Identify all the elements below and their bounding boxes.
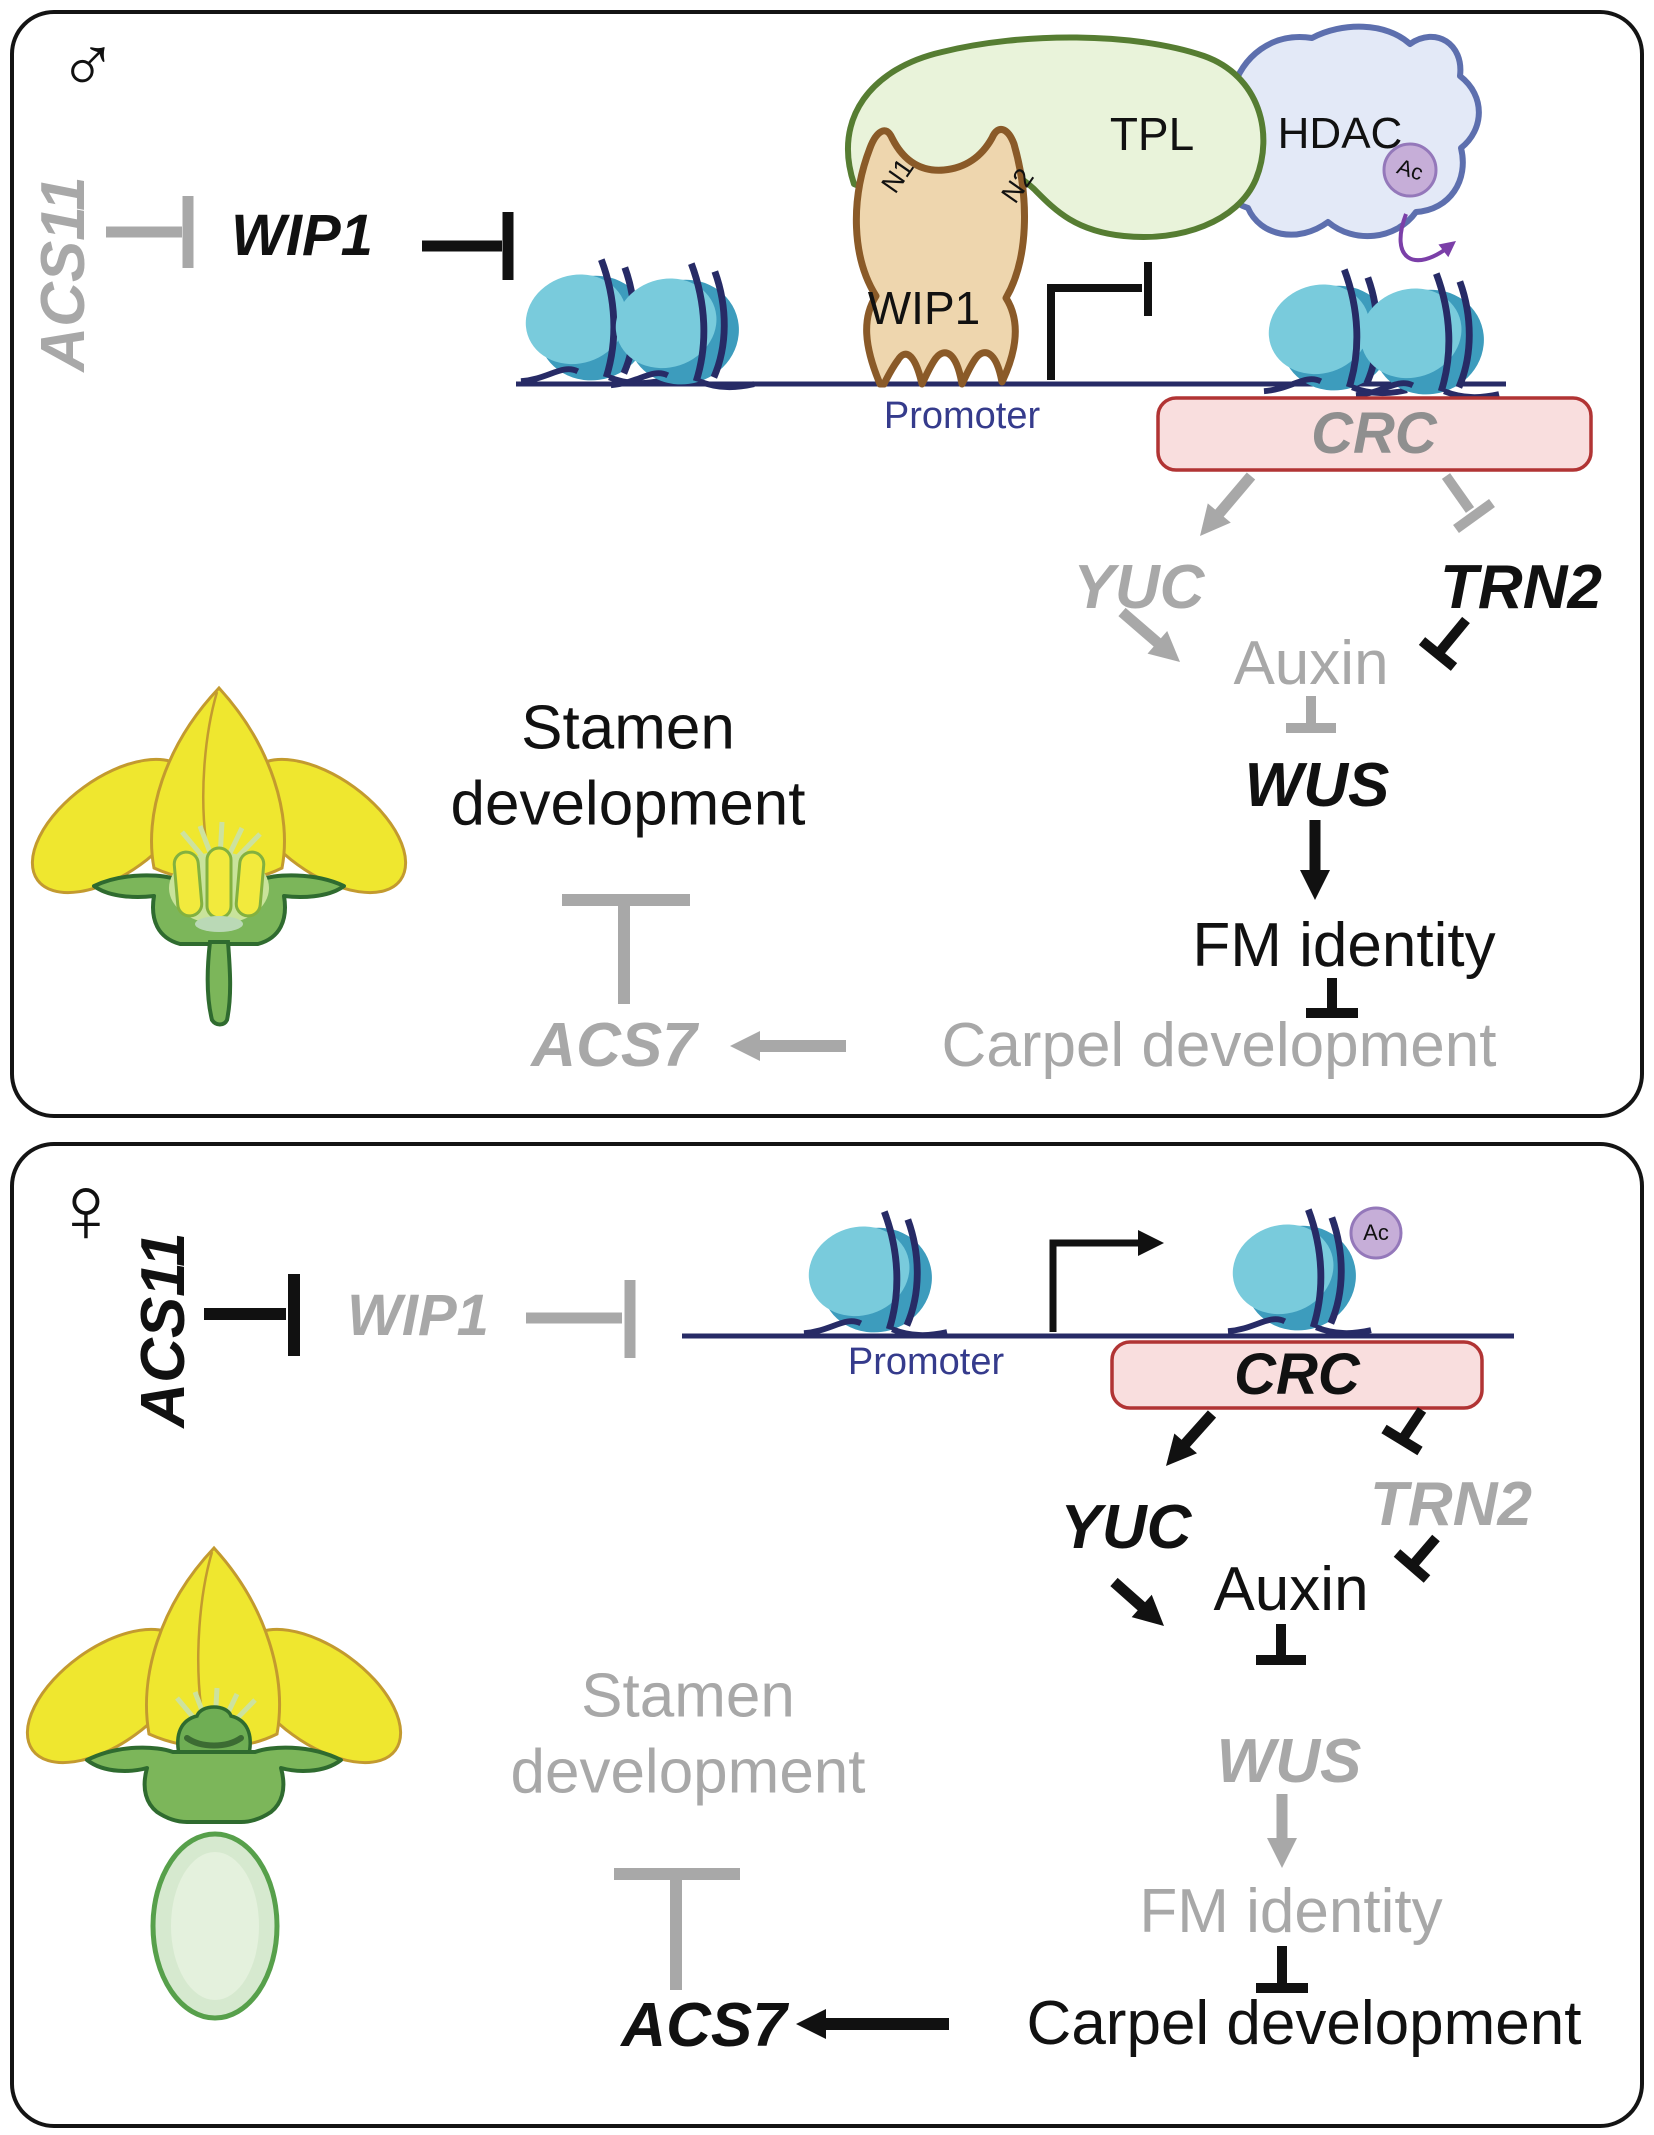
inhibit-connector-auxin-wus — [1286, 696, 1336, 733]
wip1-protein-label: WIP1 — [867, 282, 981, 334]
blocked-transcription-icon — [1047, 262, 1152, 380]
female-flower-illustration — [25, 1545, 403, 2021]
nucleosome-icon — [797, 1208, 947, 1350]
male-panel-graphics — [30, 23, 1593, 1061]
inhibit-connector-auxin-wus — [1256, 1624, 1306, 1665]
fm-identity-label: FM identity — [1139, 1877, 1443, 1946]
wus-gene-label: WUS — [1216, 1727, 1362, 1796]
inhibit-connector-fm-carpel — [1256, 1946, 1308, 1993]
yuc-gene-label: YUC — [1060, 1493, 1192, 1562]
female-symbol-icon: ♀ — [50, 1156, 122, 1263]
inhibit-connector-wip1-dna — [422, 212, 514, 280]
stamen-development-label: Stamen development — [450, 690, 805, 841]
tpl-protein-label: TPL — [1109, 108, 1195, 160]
male-flower-illustration — [30, 685, 408, 1027]
crc-gene-box — [1156, 396, 1593, 472]
acs11-gene-label: ACS11 — [29, 176, 98, 372]
female-panel-graphics — [25, 1146, 1514, 2039]
inhibit-connector-acs7-stamen — [614, 1868, 740, 1990]
auxin-label: Auxin — [1233, 629, 1389, 698]
auxin-label: Auxin — [1213, 1555, 1369, 1624]
arrow-connector-yuc-auxin — [1110, 1577, 1164, 1626]
trn2-gene-label: TRN2 — [1440, 553, 1602, 622]
stamen-development-line2: development — [510, 1737, 866, 1806]
wus-gene-label: WUS — [1244, 751, 1390, 820]
acs7-gene-label: ACS7 — [531, 1011, 697, 1080]
acetyl-label: Ac — [1363, 1220, 1389, 1245]
wip1-gene-label: WIP1 — [347, 1283, 489, 1348]
carpel-development-label: Carpel development — [941, 1011, 1497, 1080]
arrow-connector-wus-fm — [1267, 1794, 1297, 1868]
deacetylation-arrow-icon — [1398, 213, 1456, 263]
transcription-start-arrow-icon — [1049, 1230, 1164, 1332]
arrow-connector-yuc-auxin — [1118, 607, 1180, 662]
stamen-development-line2: development — [450, 769, 806, 838]
inhibit-connector-acs11-wip1 — [204, 1274, 300, 1356]
inhibit-connector-acs11-wip1 — [106, 196, 194, 268]
acetyl-badge — [1349, 1206, 1403, 1260]
inhibit-connector-crc-trn2 — [1441, 473, 1495, 534]
wip1-protein-blob — [852, 126, 1028, 388]
stamen-development-line1: Stamen — [521, 693, 735, 763]
arrow-connector-wus-fm — [1300, 820, 1330, 900]
promoter-label: Promoter — [883, 395, 1041, 437]
wip1-gene-label: WIP1 — [231, 203, 373, 268]
stamen-development-line1: Stamen — [581, 1661, 795, 1731]
male-pathway-panel: ♂ ACS11 WIP1 WIP1 N1 N2 TPL HDAC Ac Prom… — [10, 10, 1644, 1118]
nucleosome-icon — [1221, 1206, 1371, 1348]
inhibit-connector-trn2-auxin — [1393, 1534, 1440, 1583]
carpel-development-label: Carpel development — [1026, 1989, 1582, 2058]
stamen-development-label: Stamen development — [510, 1658, 865, 1809]
arrow-connector-crc-yuc — [1166, 1410, 1217, 1466]
crc-gene-label: CRC — [1234, 1342, 1360, 1407]
male-symbol-icon: ♂ — [58, 17, 118, 106]
acetyl-badge — [1382, 142, 1438, 198]
promoter-label: Promoter — [847, 1341, 1005, 1383]
crc-gene-box — [1110, 1340, 1484, 1410]
arrow-connector-carpel-acs7 — [796, 2009, 949, 2039]
inhibit-connector-crc-trn2 — [1381, 1407, 1427, 1456]
inhibit-connector-wip1-dna — [526, 1280, 636, 1358]
acs11-gene-label: ACS11 — [129, 1232, 198, 1428]
yuc-gene-label: YUC — [1073, 553, 1205, 622]
trn2-gene-label: TRN2 — [1370, 1470, 1532, 1539]
acs7-gene-label: ACS7 — [621, 1991, 787, 2060]
inhibit-connector-trn2-auxin — [1418, 616, 1470, 671]
female-pathway-panel: ♀ ACS11 WIP1 Ac Promoter CRC YUC TRN2 Au… — [10, 1142, 1644, 2128]
inhibit-connector-acs7-stamen — [562, 894, 690, 1004]
arrow-connector-carpel-acs7 — [730, 1031, 846, 1061]
hdac-protein-label: HDAC — [1277, 109, 1403, 158]
crc-gene-label: CRC — [1311, 401, 1437, 466]
arrow-connector-crc-yuc — [1200, 472, 1256, 536]
fm-identity-label: FM identity — [1192, 911, 1496, 980]
inhibit-connector-fm-carpel — [1306, 978, 1358, 1018]
